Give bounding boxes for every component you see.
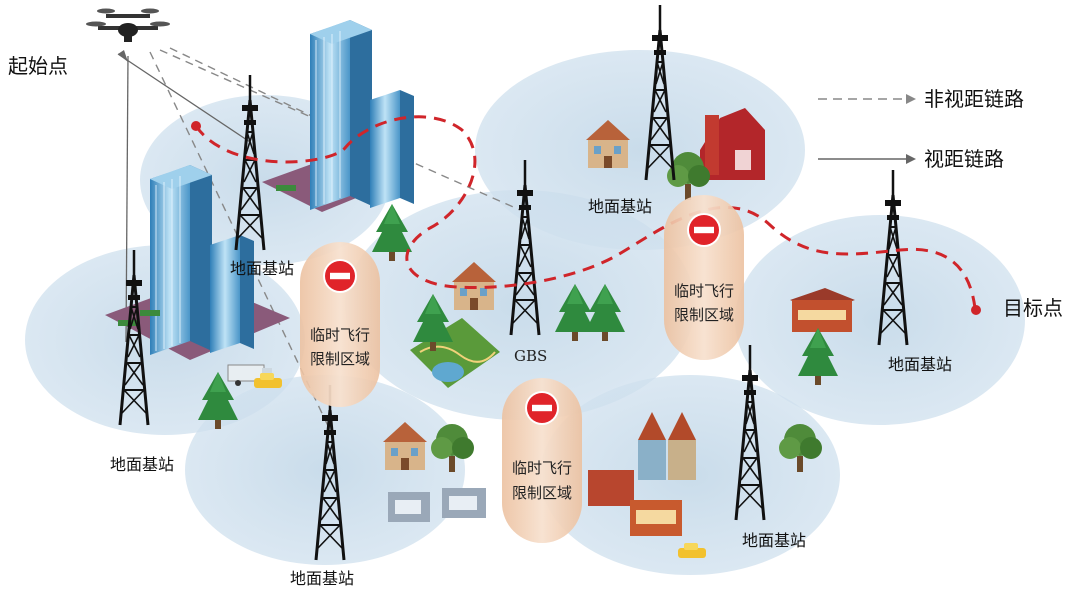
ground-station-label: 地面基站 (110, 455, 174, 474)
no-fly-zone-left: 临时飞行 限制区域 (300, 242, 380, 407)
legend-nlos-label: 非视距链路 (924, 87, 1024, 111)
ground-station-label: 地面基站 (230, 259, 294, 278)
los-link-line (125, 55, 129, 343)
skyscraper-icon (309, 19, 415, 211)
no-entry-icon (687, 213, 721, 247)
car-icon (254, 373, 282, 388)
path-end-dot (971, 305, 981, 315)
legend: 非视距链路 视距链路 (818, 87, 1024, 171)
nfz-label-line2: 限制区域 (674, 306, 734, 324)
nfz-label-line2: 限制区域 (512, 484, 572, 502)
skyscraper-group-top (262, 19, 415, 212)
legend-item-nlos: 非视距链路 (818, 87, 1024, 111)
path-start-dot (191, 121, 201, 131)
no-entry-icon (525, 391, 559, 425)
skyscraper-group-left (105, 164, 290, 360)
no-fly-zone-right: 临时飞行 限制区域 (664, 195, 744, 360)
target-label: 目标点 (1003, 296, 1063, 320)
drone-icon (86, 8, 170, 42)
ground-station-label: 地面基站 (290, 569, 354, 588)
ground-station-label: 地面基站 (588, 197, 652, 216)
car-icon (678, 543, 706, 558)
pond-icon (432, 362, 464, 382)
no-fly-zone-center: 临时飞行 限制区域 (502, 378, 582, 543)
ground-station-label: 地面基站 (742, 531, 806, 550)
house-icon (588, 470, 682, 536)
gbs-label: GBS (514, 347, 547, 365)
nfz-label-line1: 临时飞行 (512, 459, 572, 477)
flight-path (194, 115, 977, 309)
los-link-line (117, 53, 251, 143)
house-icon (388, 488, 486, 522)
barn-icon (700, 108, 765, 180)
house-icon (638, 412, 696, 480)
nfz-label-line2: 限制区域 (310, 350, 370, 368)
ground-station-label: 地面基站 (888, 355, 952, 374)
nfz-label-line1: 临时飞行 (310, 326, 370, 344)
start-label: 起始点 (8, 54, 68, 78)
legend-item-los: 视距链路 (818, 147, 1004, 171)
no-entry-icon (323, 259, 357, 293)
nfz-label-line1: 临时飞行 (674, 282, 734, 300)
legend-los-label: 视距链路 (924, 147, 1004, 171)
green-roof-bus (118, 310, 160, 326)
house-icon (790, 288, 855, 332)
